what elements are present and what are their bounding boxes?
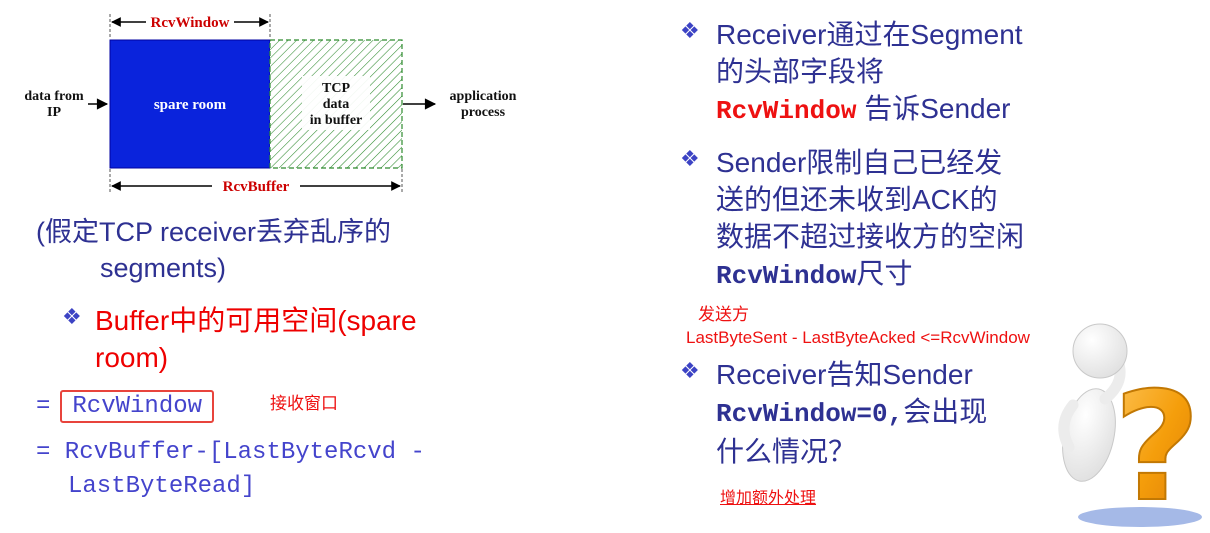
window-label-backing: [146, 13, 234, 31]
bullet1-rcvwindow-term: RcvWindow: [716, 96, 857, 126]
question-figure-svg: ?: [1058, 323, 1202, 533]
spare-room-label: spare room: [154, 97, 227, 113]
bullet3-rcvwindow-zero-term: RcvWindow=0,: [716, 399, 904, 429]
receive-window-annotation: 接收窗口: [270, 394, 339, 413]
question-mark-glyph: ?: [1113, 361, 1200, 528]
diamond-bullet-icon: ❖: [62, 304, 82, 329]
bullet2-rcvwindow-term: RcvWindow: [716, 261, 857, 291]
application-process-label-line2: process: [461, 105, 506, 120]
equals-sign: =: [36, 393, 51, 420]
tcp-data-label-line1: TCP: [322, 81, 350, 96]
sender-note-formula: LastByteSent - LastByteAcked <=RcvWindow: [686, 328, 1030, 347]
spare-room-bullet: ❖ Buffer中的可用空间(spare room): [28, 302, 658, 376]
rcvwindow-boxed-term: RcvWindow: [60, 390, 215, 423]
tcp-data-label-line2: data: [323, 97, 349, 112]
application-process-label-line1: application: [450, 89, 517, 104]
rcvbuffer-equation-line1: = RcvBuffer-[LastByteRcvd -: [36, 439, 425, 466]
figure-left-arm: [1058, 399, 1079, 453]
tcp-data-label-backing: [302, 76, 370, 130]
figure-head: [1072, 323, 1128, 379]
question-figure-illustration: ?: [1045, 303, 1210, 533]
bullet-sender-limit: ❖ Sender限制自己已经发 送的但还未收到ACK的 数据不超过接收方的空闲 …: [680, 144, 1200, 295]
data-from-ip-label-line2: IP: [47, 105, 61, 120]
bullet2-line3: 数据不超过接收方的空闲: [716, 221, 1025, 252]
sender-constraint-note: 发送方 LastByteSent - LastByteAcked <=RcvWi…: [686, 303, 1200, 350]
rcvbuffer-measure-label: RcvBuffer: [223, 179, 290, 195]
tcp-data-label-line3: in buffer: [310, 113, 363, 128]
bullet1-line1: Receiver通过在Segment: [716, 19, 1023, 50]
rcvwindow-equation: = RcvWindow 接收窗口: [36, 390, 658, 423]
diamond-bullet-icon: ❖: [680, 18, 700, 43]
illustration-shadow: [1078, 507, 1202, 527]
bullet1-line3-rest: 告诉Sender: [856, 93, 1011, 124]
bullet2-line4-rest: 尺寸: [856, 258, 913, 289]
tcp-buffer-diagram: RcvWindow spare room TCP data in buffer …: [8, 6, 548, 211]
bullet3-line3: 什么情况？: [716, 436, 857, 467]
sender-note-title: 发送方: [698, 305, 749, 324]
left-column: (假定TCP receiver丢弃乱序的 segments) ❖ Buffer中…: [28, 214, 658, 503]
bullet1-line2: 的头部字段将: [716, 56, 885, 87]
buffer-label-backing: [212, 177, 300, 195]
bullet-zero-window: ❖ Receiver告知Sender RcvWindow=0,会出现 什么情况？: [680, 356, 1200, 470]
data-from-ip-label-line1: data from: [24, 89, 84, 104]
bullet2-line1: Sender限制自己已经发: [716, 147, 1003, 178]
spare-room-line1: Buffer中的可用空间(spare: [95, 305, 417, 336]
rcvbuffer-equation: = RcvBuffer-[LastByteRcvd - LastByteRead…: [36, 435, 658, 503]
bullet2-line2: 送的但还未收到ACK的: [716, 184, 998, 215]
rcvwindow-measure-label: RcvWindow: [151, 15, 230, 31]
tcp-buffer-diagram-svg: RcvWindow spare room TCP data in buffer …: [24, 13, 517, 195]
rcvbuffer-equation-line2: LastByteRead]: [68, 473, 256, 500]
diamond-bullet-icon: ❖: [680, 146, 700, 171]
bullet-advertise-window: ❖ Receiver通过在Segment 的头部字段将 RcvWindow 告诉…: [680, 16, 1200, 130]
bullet3-line1: Receiver告知Sender: [716, 359, 973, 390]
spare-room-line2: room): [95, 342, 169, 373]
right-column: ❖ Receiver通过在Segment 的头部字段将 RcvWindow 告诉…: [680, 16, 1200, 508]
diamond-bullet-icon: ❖: [680, 358, 700, 383]
spare-room-box: [109, 39, 271, 169]
assumption-line1: (假定TCP receiver丢弃乱序的: [36, 217, 392, 247]
assumption-text: (假定TCP receiver丢弃乱序的 segments): [36, 214, 658, 286]
bullet3-line2-rest: 会出现: [903, 396, 988, 427]
extra-handling-note: 增加额外处理: [720, 490, 817, 507]
assumption-line2: segments): [100, 253, 227, 283]
